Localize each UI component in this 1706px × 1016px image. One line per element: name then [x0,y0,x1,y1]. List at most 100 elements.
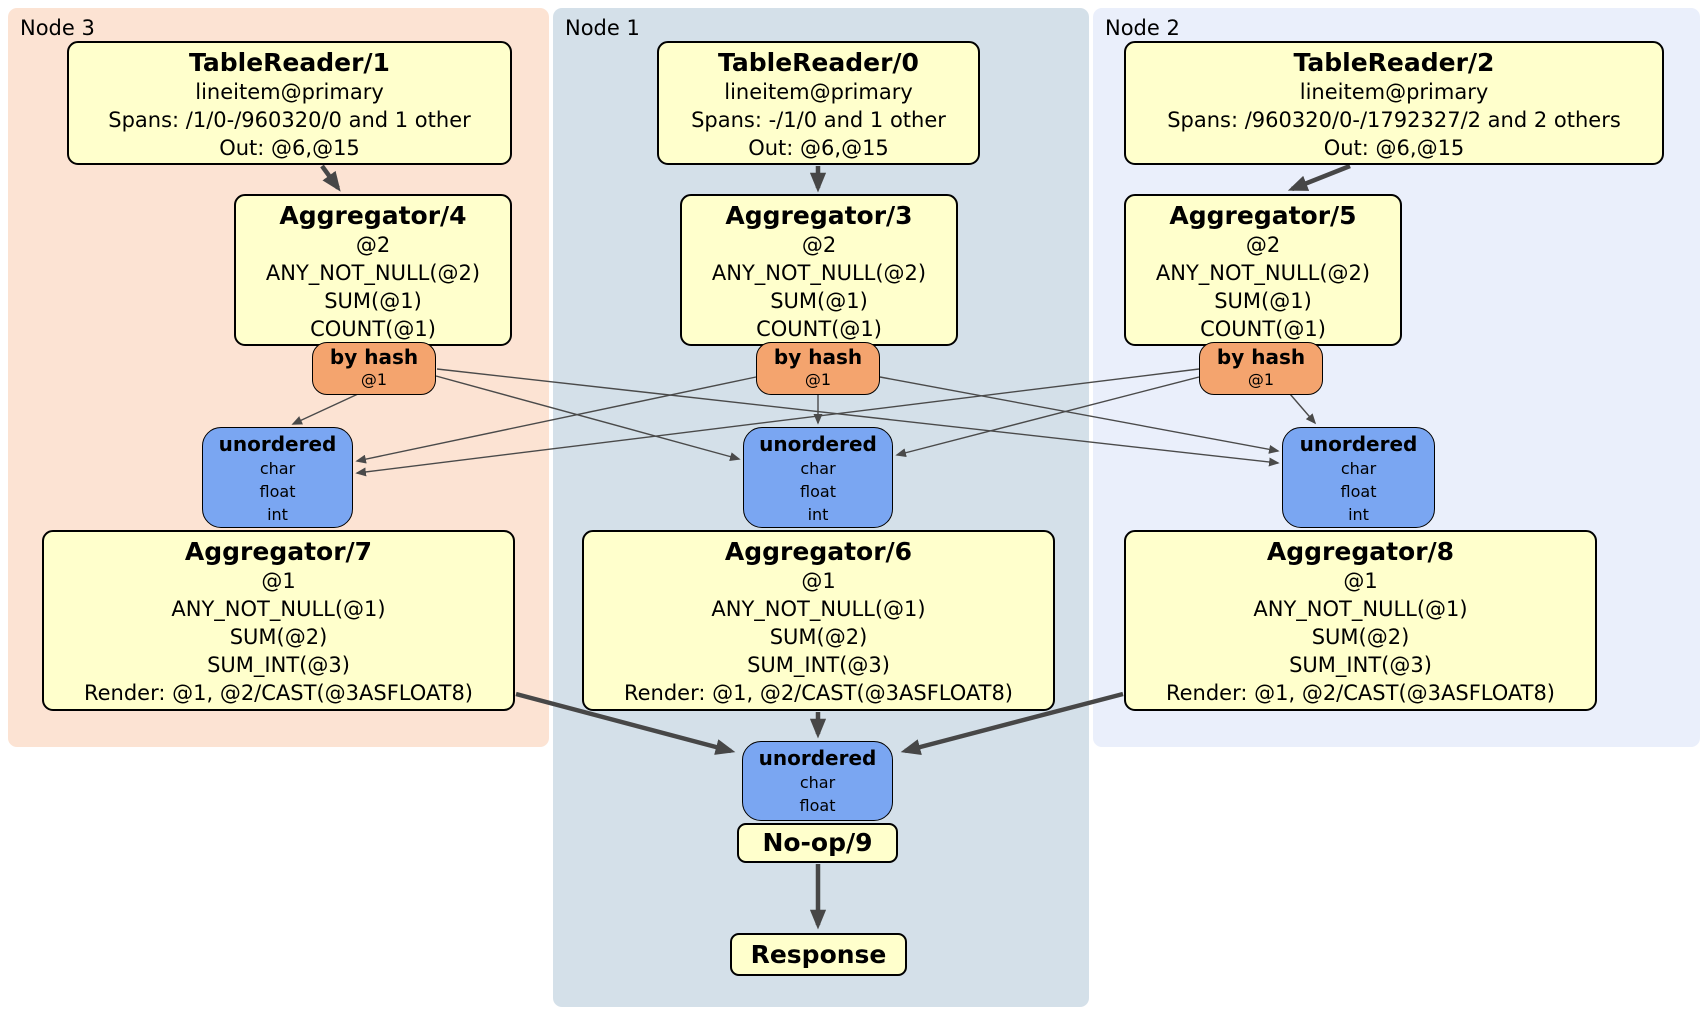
aggregator-7-fn: SUM_INT(@3) [207,653,350,677]
aggregator-7-render: Render: @1, @2/CAST(@3ASFLOAT8) [83,681,474,705]
sync-stream-type: char [800,459,836,478]
tablereader-0-box: TableReader/0 lineitem@primary Spans: -/… [657,41,980,165]
aggregator-7-fn: SUM(@2) [229,625,328,649]
aggregator-7-title: Aggregator/7 [184,537,373,566]
hash-router-node2-label: by hash [1216,345,1306,369]
unordered-sync-node3: unordered char float int [202,427,353,528]
aggregator-3-fn: SUM(@1) [770,289,868,313]
edge-hash3-sync2 [436,368,1280,467]
aggregator-6-render: Render: @1, @2/CAST(@3ASFLOAT8) [623,681,1014,705]
aggregator-5-title: Aggregator/5 [1169,201,1357,230]
sync-stream-type: char [1340,459,1377,478]
tablereader-0-spans: Spans: -/1/0 and 1 other [691,108,946,132]
unordered-sync-node1: unordered char float int [743,427,893,528]
aggregator-5-fn: COUNT(@1) [1200,317,1326,341]
aggregator-3-fn: COUNT(@1) [756,317,882,341]
edge-tr1-agg4 [320,164,341,192]
unordered-sync-node2: unordered char float int [1282,427,1435,528]
aggregator-8-fn: ANY_NOT_NULL(@1) [1253,597,1468,621]
tablereader-2-index: lineitem@primary [1299,80,1489,104]
aggregator-4-fn: SUM(@1) [324,289,422,313]
unordered-sync-output: unordered char float [742,741,893,821]
response-box: Response [730,933,907,976]
sync-stream-type: float [800,482,836,501]
hash-router-node3-label: by hash [329,345,419,369]
aggregator-3-title: Aggregator/3 [725,201,913,230]
hash-router-node1-key: @1 [804,370,832,389]
aggregator-8-group-cols: @1 [1343,569,1378,593]
unordered-sync-output-label: unordered [758,746,877,770]
aggregator-6-title: Aggregator/6 [724,537,913,566]
aggregator-6-fn: SUM(@2) [769,625,868,649]
tablereader-2-out: Out: @6,@15 [1323,136,1465,160]
tablereader-2-title: TableReader/2 [1293,48,1495,77]
aggregator-8-fn: SUM_INT(@3) [1289,653,1432,677]
sync-stream-type: float [259,482,296,501]
aggregator-8-title: Aggregator/8 [1266,537,1455,566]
node2-label: Node 2 [1105,16,1180,40]
aggregator-6-box: Aggregator/6 @1 ANY_NOT_NULL(@1) SUM(@2)… [582,530,1055,711]
aggregator-7-fn: ANY_NOT_NULL(@1) [171,597,386,621]
hash-router-node3-key: @1 [360,370,388,389]
aggregator-5-box: Aggregator/5 @2 ANY_NOT_NULL(@2) SUM(@1)… [1124,194,1402,346]
aggregator-3-group-cols: @2 [801,233,837,257]
edge-hash3-sync1 [435,375,741,461]
edge-hash1-sync3 [355,376,757,464]
tablereader-1-box: TableReader/1 lineitem@primary Spans: /1… [67,41,512,165]
tablereader-2-spans: Spans: /960320/0-/1792327/2 and 2 others [1167,108,1621,132]
aggregator-5-fn: SUM(@1) [1214,289,1312,313]
tablereader-2-box: TableReader/2 lineitem@primary Spans: /9… [1124,41,1664,165]
sync-stream-type: int [807,505,829,524]
edge-hash2-sync2 [1289,393,1317,425]
response-title: Response [750,939,887,969]
edge-agg7-syncout [515,691,736,755]
sync-stream-type: int [1348,505,1369,524]
aggregator-6-fn: SUM_INT(@3) [747,653,890,677]
unordered-sync-node3-label: unordered [218,432,337,456]
aggregator-8-fn: SUM(@2) [1311,625,1410,649]
tablereader-0-index: lineitem@primary [724,80,913,104]
aggregator-4-title: Aggregator/4 [279,201,467,230]
aggregator-7-group-cols: @1 [261,569,296,593]
hash-router-node1-label: by hash [773,345,863,369]
sync-stream-type: float [1340,482,1377,501]
edge-hash3-sync3 [291,393,359,425]
edge-tr2-agg5 [1287,163,1351,192]
aggregator-8-render: Render: @1, @2/CAST(@3ASFLOAT8) [1165,681,1556,705]
tablereader-0-out: Out: @6,@15 [748,136,889,160]
aggregator-3-fn: ANY_NOT_NULL(@2) [711,261,927,285]
tablereader-1-index: lineitem@primary [195,80,384,104]
noop-box: No-op/9 [737,823,898,863]
sync-stream-type: int [267,505,288,524]
aggregator-4-fn: COUNT(@1) [310,317,436,341]
hash-router-node1: by hash @1 [756,342,880,395]
tablereader-1-spans: Spans: /1/0-/960320/0 and 1 other [108,108,471,132]
unordered-sync-node1-label: unordered [759,432,877,456]
tablereader-1-title: TableReader/1 [189,48,390,77]
aggregator-6-group-cols: @1 [801,569,836,593]
aggregator-4-box: Aggregator/4 @2 ANY_NOT_NULL(@2) SUM(@1)… [234,194,512,346]
aggregator-4-fn: ANY_NOT_NULL(@2) [265,261,481,285]
edge-hash1-sync2 [879,376,1280,454]
edge-hash2-sync1 [895,376,1200,458]
sync-stream-type: float [799,796,836,815]
aggregator-7-box: Aggregator/7 @1 ANY_NOT_NULL(@1) SUM(@2)… [42,530,515,711]
edge-agg8-syncout [900,691,1124,755]
aggregator-5-fn: ANY_NOT_NULL(@2) [1155,261,1371,285]
hash-router-node3: by hash @1 [312,342,436,395]
noop-title: No-op/9 [762,828,873,857]
aggregator-3-box: Aggregator/3 @2 ANY_NOT_NULL(@2) SUM(@1)… [680,194,958,346]
aggregator-6-fn: ANY_NOT_NULL(@1) [711,597,926,621]
unordered-sync-node2-label: unordered [1299,432,1418,456]
sync-stream-type: char [259,459,296,478]
aggregator-5-group-cols: @2 [1245,233,1281,257]
node3-label: Node 3 [20,16,95,40]
aggregator-8-box: Aggregator/8 @1 ANY_NOT_NULL(@1) SUM(@2)… [1124,530,1597,711]
hash-router-node2: by hash @1 [1199,342,1323,395]
aggregator-4-group-cols: @2 [355,233,391,257]
sync-stream-type: char [799,773,836,792]
tablereader-1-out: Out: @6,@15 [219,136,360,160]
node1-label: Node 1 [565,16,640,40]
